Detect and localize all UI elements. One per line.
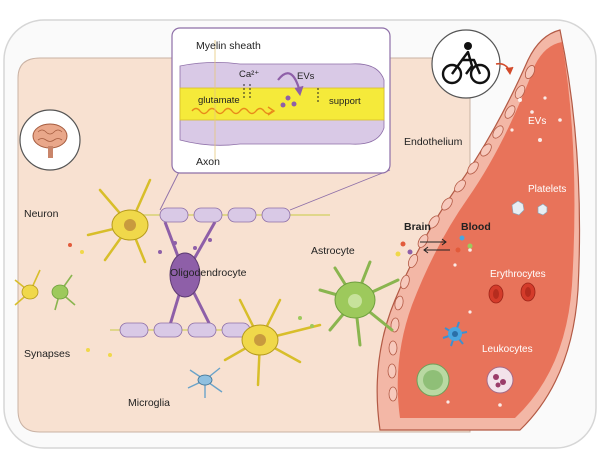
astrocyte <box>318 260 400 347</box>
label-support: support <box>329 96 361 107</box>
label-glutamate: glutamate <box>198 95 240 106</box>
blood-lumen <box>397 42 575 418</box>
leukocyte-green <box>416 363 450 397</box>
label-evs-blood: EVs <box>528 116 547 127</box>
synapse-neurons <box>14 269 76 311</box>
cyclist-icon <box>431 29 514 99</box>
neuron-upper <box>86 178 152 264</box>
brain-icon <box>19 109 81 171</box>
microglia-cell <box>187 367 223 398</box>
neuron-lower <box>223 298 322 387</box>
label-brain: Brain <box>404 221 431 233</box>
label-microglia: Microglia <box>128 397 171 409</box>
exchange-evs <box>395 235 473 257</box>
label-oligodendrocyte: Oligodendrocyte <box>170 267 247 279</box>
inset-connector-lines <box>159 169 391 211</box>
label-axon: Axon <box>196 156 220 168</box>
label-astrocyte: Astrocyte <box>311 245 355 257</box>
platelets <box>511 200 548 216</box>
myelinated-axon-upper <box>120 207 330 223</box>
label-leukocytes: Leukocytes <box>482 344 533 355</box>
label-synapses: Synapses <box>24 348 71 360</box>
erythrocytes <box>488 282 536 304</box>
label-myelin-sheath: Myelin sheath <box>196 40 261 52</box>
label-erythrocytes: Erythrocytes <box>490 269 546 280</box>
myelin-inset-panel <box>171 27 391 174</box>
tissue-evs <box>68 238 314 357</box>
myelinated-axon-lower <box>110 322 251 338</box>
oligodendrocyte <box>163 221 217 326</box>
label-neuron: Neuron <box>24 208 59 220</box>
leukocyte-blue <box>442 321 468 347</box>
label-calcium: Ca²⁺ <box>239 69 260 80</box>
leukocyte-pink <box>486 366 514 394</box>
label-evs-inset: EVs <box>297 71 315 82</box>
endothelial-cells <box>387 65 536 402</box>
label-blood: Blood <box>461 221 491 233</box>
label-endothelium: Endothelium <box>404 136 463 148</box>
exchange-arrows <box>420 238 450 254</box>
label-platelets: Platelets <box>528 184 567 195</box>
